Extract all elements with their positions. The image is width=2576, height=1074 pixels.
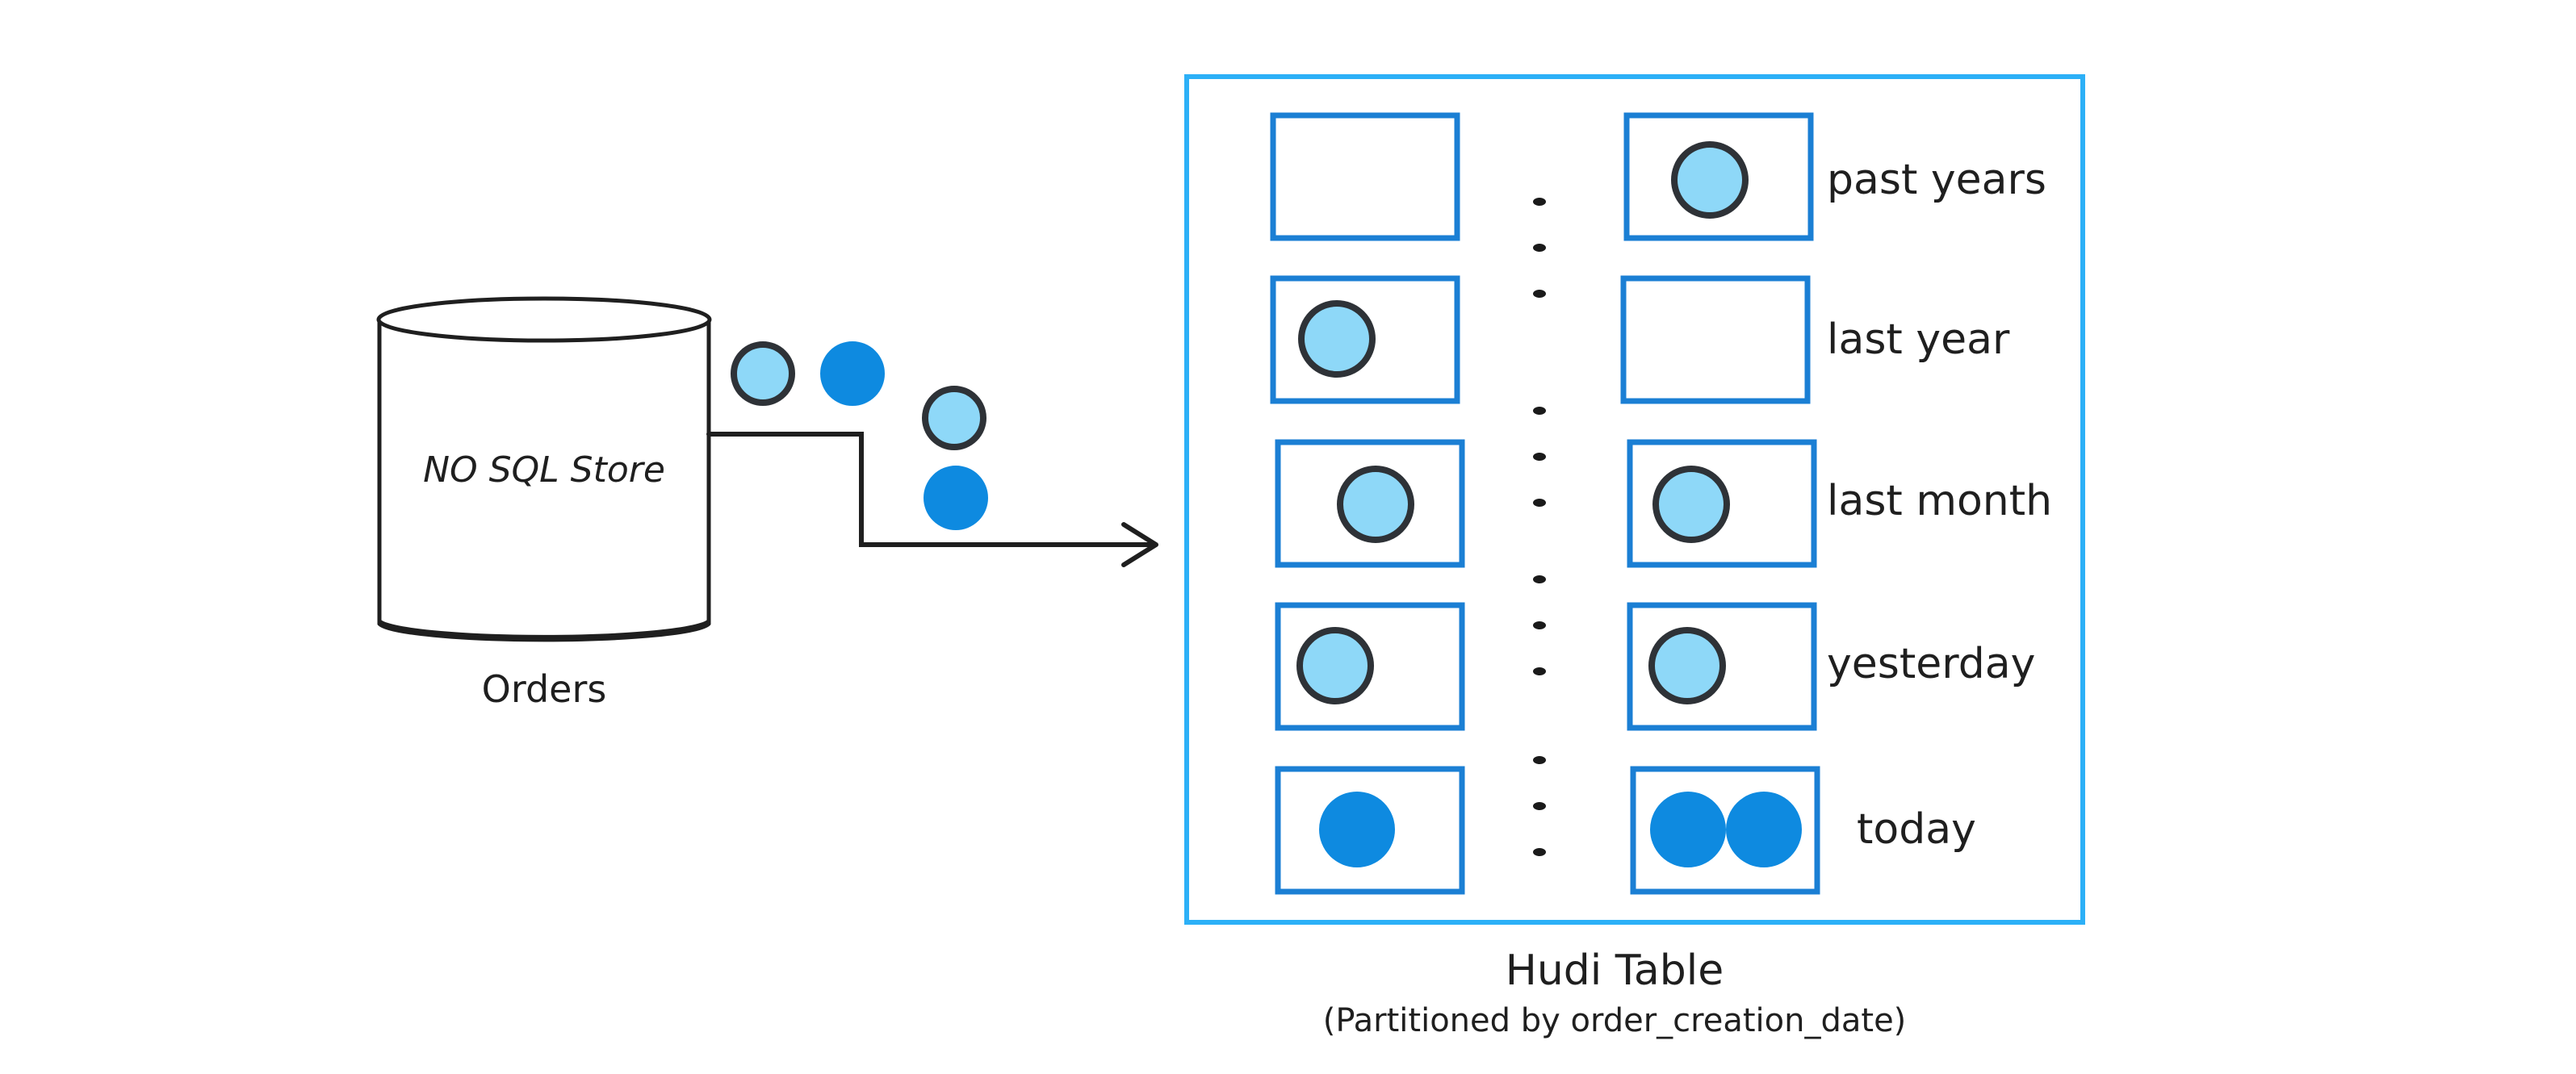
ellipsis-column — [1533, 198, 1546, 856]
partition-row-past-years: past years — [1270, 112, 2046, 241]
partition-label-today: today — [1857, 805, 1976, 854]
partition-label-last-year: last year — [1827, 316, 2010, 364]
ellipsis-group-2 — [1533, 407, 1546, 507]
record-light-icon — [1652, 466, 1730, 543]
partition-row-last-year: last year — [1270, 275, 2010, 404]
partition-row-yesterday: yesterday — [1275, 602, 2035, 731]
record-light-icon — [1298, 300, 1376, 378]
record-dark-1-icon — [820, 341, 885, 406]
nosql-store-label: NO SQL Store — [423, 449, 665, 491]
file-group-right-last-year[interactable] — [1620, 275, 1811, 404]
record-light-icon — [1296, 627, 1374, 704]
hudi-table-subtitle: (Partitioned by order_creation_date) — [1323, 1002, 1907, 1039]
record-dark-icon — [1650, 792, 1726, 867]
ellipsis-group-4 — [1533, 756, 1546, 856]
file-group-left-past-years[interactable] — [1270, 112, 1460, 241]
partition-row-today: today — [1275, 766, 1976, 895]
record-light-2-icon — [922, 386, 986, 450]
hudi-table-title: Hudi Table — [1506, 947, 1724, 995]
record-light-icon — [1671, 141, 1749, 219]
ellipsis-group-1 — [1533, 198, 1546, 298]
ingestion-arrow — [706, 432, 1158, 567]
record-light-1-icon — [731, 341, 795, 406]
orders-caption: Orders — [482, 667, 607, 711]
in-flight-records — [731, 341, 988, 530]
partition-row-last-month: last month — [1275, 439, 2052, 568]
record-light-icon — [1648, 627, 1726, 704]
partition-label-past-years: past years — [1827, 156, 2046, 204]
record-light-icon — [1337, 466, 1414, 543]
partition-label-yesterday: yesterday — [1827, 640, 2035, 688]
partition-label-last-month: last month — [1827, 477, 2052, 525]
nosql-store-cylinder: NO SQL Store — [376, 296, 712, 642]
record-dark-2-icon — [924, 466, 988, 530]
hudi-table-container — [1184, 74, 2085, 925]
ellipsis-group-3 — [1533, 575, 1546, 675]
record-dark-icon — [1319, 792, 1395, 867]
record-dark-icon — [1726, 792, 1802, 867]
